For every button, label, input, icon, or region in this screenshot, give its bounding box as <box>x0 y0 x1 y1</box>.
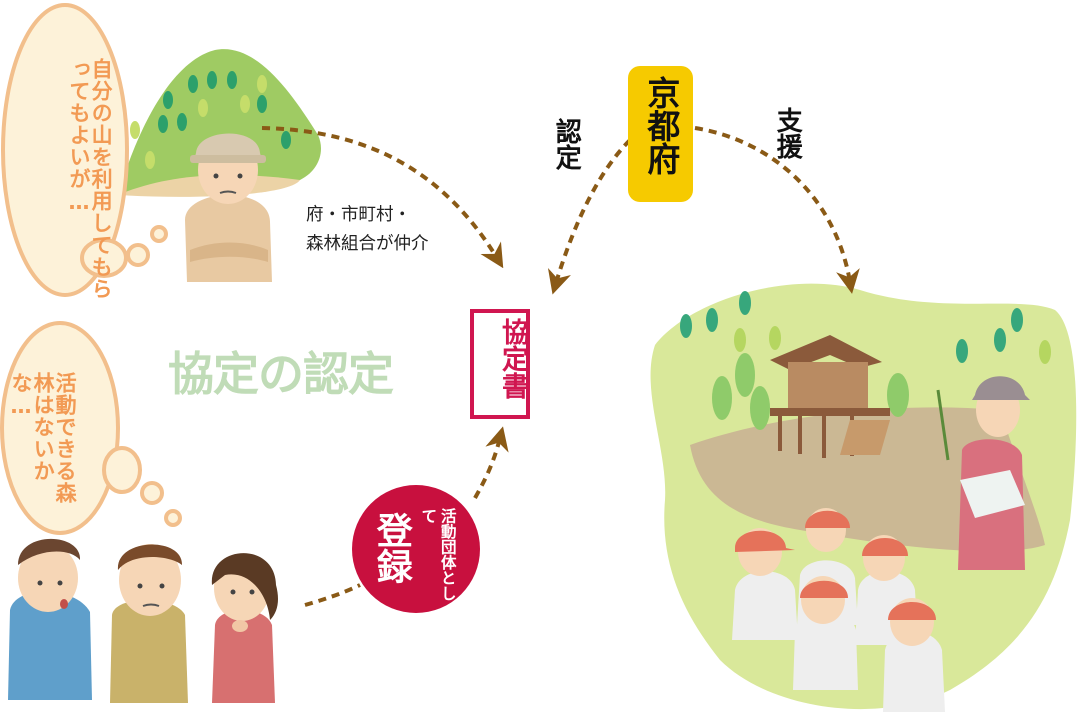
activity-group-figures <box>8 538 278 703</box>
mediator-line-1: 府・市町村・ <box>306 205 411 225</box>
forest-activity-scene <box>650 283 1077 712</box>
registration-badge <box>352 485 480 613</box>
arrow-owner-to-agreement <box>261 126 504 269</box>
kyoto-prefecture-box <box>628 66 693 202</box>
arrow-kyoto-shien <box>694 126 860 294</box>
page-title: 協定の認定 <box>168 347 394 401</box>
registration-label: 登録 <box>370 512 412 584</box>
forest-owner-figure <box>185 133 272 282</box>
flow-arrows <box>261 126 860 607</box>
registration-sublabel: 活動団体として <box>419 508 457 601</box>
agreement-document-box <box>470 309 530 419</box>
arrow-register-to-agreement <box>473 426 509 499</box>
mediator-text: 府・市町村・ 森林組合が仲介 <box>306 201 429 259</box>
nintei-label: 認定 <box>551 118 582 170</box>
kyoto-prefecture-label: 京都府 <box>641 76 681 175</box>
shien-label: 支援 <box>772 107 803 159</box>
group-thought-bubble <box>0 321 182 535</box>
arrow-group-to-register <box>304 583 361 607</box>
arrow-kyoto-nintei <box>547 138 632 295</box>
owner-thought-bubble <box>1 3 168 297</box>
mediator-line-2: 森林組合が仲介 <box>306 234 429 254</box>
group-thought-text: 活動できる森林はないかな… <box>9 372 78 504</box>
agreement-document-label: 協定書 <box>497 318 528 399</box>
owner-thought-text: 自分の山を利用してもらってもよいが… <box>67 58 114 300</box>
